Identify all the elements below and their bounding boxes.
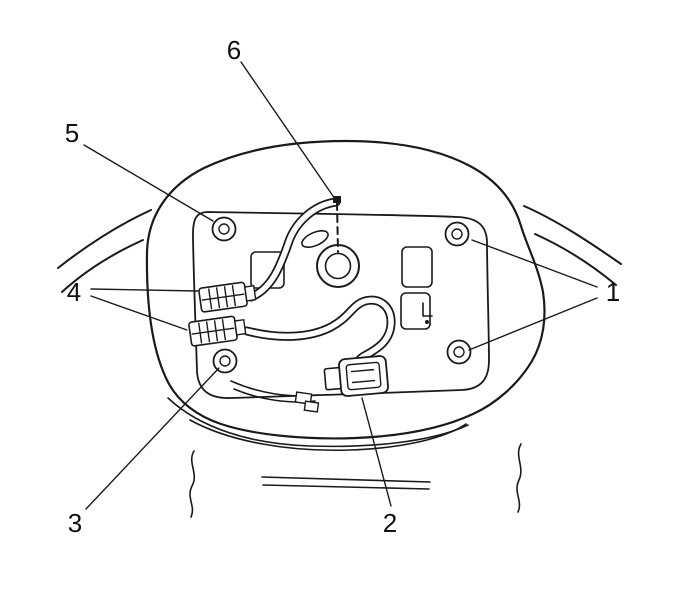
center-grommet-inner-ring [324, 252, 352, 280]
mounting-panel-outline [192, 211, 490, 399]
leader-line-5 [83, 144, 214, 222]
antenna-dashed-line [333, 196, 341, 253]
leader-line-1-upper [471, 239, 598, 288]
body-blob-outline [145, 139, 546, 440]
harness-main-loop-inner [244, 297, 394, 370]
leader-line-6 [240, 61, 334, 197]
relay-connector-upper [198, 281, 257, 313]
relay-connector-upper-ribs [201, 285, 245, 310]
harness-upper-run-inner [248, 199, 339, 300]
leader-line-2 [361, 397, 392, 507]
antenna-base-square [333, 196, 341, 203]
bolt-top-right-ring [444, 221, 470, 247]
bottom-body-wave-2 [189, 419, 467, 452]
leader-lines [83, 61, 598, 510]
callout-1-label: 1 [606, 277, 620, 307]
relay-connector-upper-cap [244, 284, 257, 302]
lower-trim-line-1 [261, 476, 431, 483]
harness-connector [323, 355, 389, 397]
leader-line-4-lower [90, 295, 188, 331]
bolt-top-left [211, 216, 237, 242]
antenna-dash [336, 202, 339, 253]
bolt-top-right [444, 221, 470, 247]
mounting-panel [192, 211, 490, 399]
callout-2-label: 2 [383, 508, 397, 538]
panel-right-cutout-lower [400, 292, 431, 330]
bolt-bottom-left-ring [212, 348, 238, 374]
callout-6-label: 6 [227, 35, 241, 65]
mounting-bolts [211, 216, 472, 374]
harness-upper-run-outer [246, 197, 341, 302]
panel-right-cutout-upper [401, 246, 433, 288]
leader-line-3 [85, 367, 220, 510]
harness-connector-inner [345, 361, 382, 391]
left-fender-line-upper [57, 209, 152, 269]
right-fender-line-upper [523, 205, 622, 265]
callout-labels: 6 5 4 1 3 2 [65, 35, 620, 538]
panel-l-mark [422, 302, 433, 317]
bolt-bottom-right-ring [446, 339, 472, 365]
callout-3-label: 3 [68, 508, 82, 538]
bottom-body-wave-1 [167, 397, 469, 448]
relay-connector-lower-ribs [191, 319, 235, 344]
left-fabric-squiggle [189, 450, 196, 518]
callout-4-label: 4 [67, 277, 81, 307]
bolt-bottom-left [212, 348, 238, 374]
panel-slot-oval [301, 229, 329, 249]
harness-connector-detail [350, 368, 376, 384]
center-grommet-outer-ring [316, 244, 360, 288]
leader-line-1-lower [468, 297, 598, 351]
harness-connector-body [338, 355, 389, 397]
bolt-bottom-right-head [453, 346, 465, 358]
center-grommet [316, 244, 360, 288]
leader-line-4-upper [90, 288, 199, 292]
relay-connector-lower [188, 315, 247, 347]
bolt-bottom-right [446, 339, 472, 365]
relay-connector-lower-cap [234, 318, 247, 336]
bolt-top-left-ring [211, 216, 237, 242]
panel-dot-mark [425, 320, 429, 324]
right-fender-line-lower [534, 233, 617, 286]
lower-trim-line-2 [262, 484, 430, 490]
left-fender-line-lower [61, 239, 144, 293]
callout-5-label: 5 [65, 118, 79, 148]
right-fabric-squiggle [516, 443, 522, 513]
bolt-bottom-left-head [219, 355, 231, 367]
bolt-top-left-head [218, 223, 230, 235]
vehicle-body-outline [57, 139, 622, 518]
wiring-harness [230, 197, 396, 413]
bolt-top-right-head [451, 228, 463, 240]
harness-clip-2 [303, 400, 320, 413]
